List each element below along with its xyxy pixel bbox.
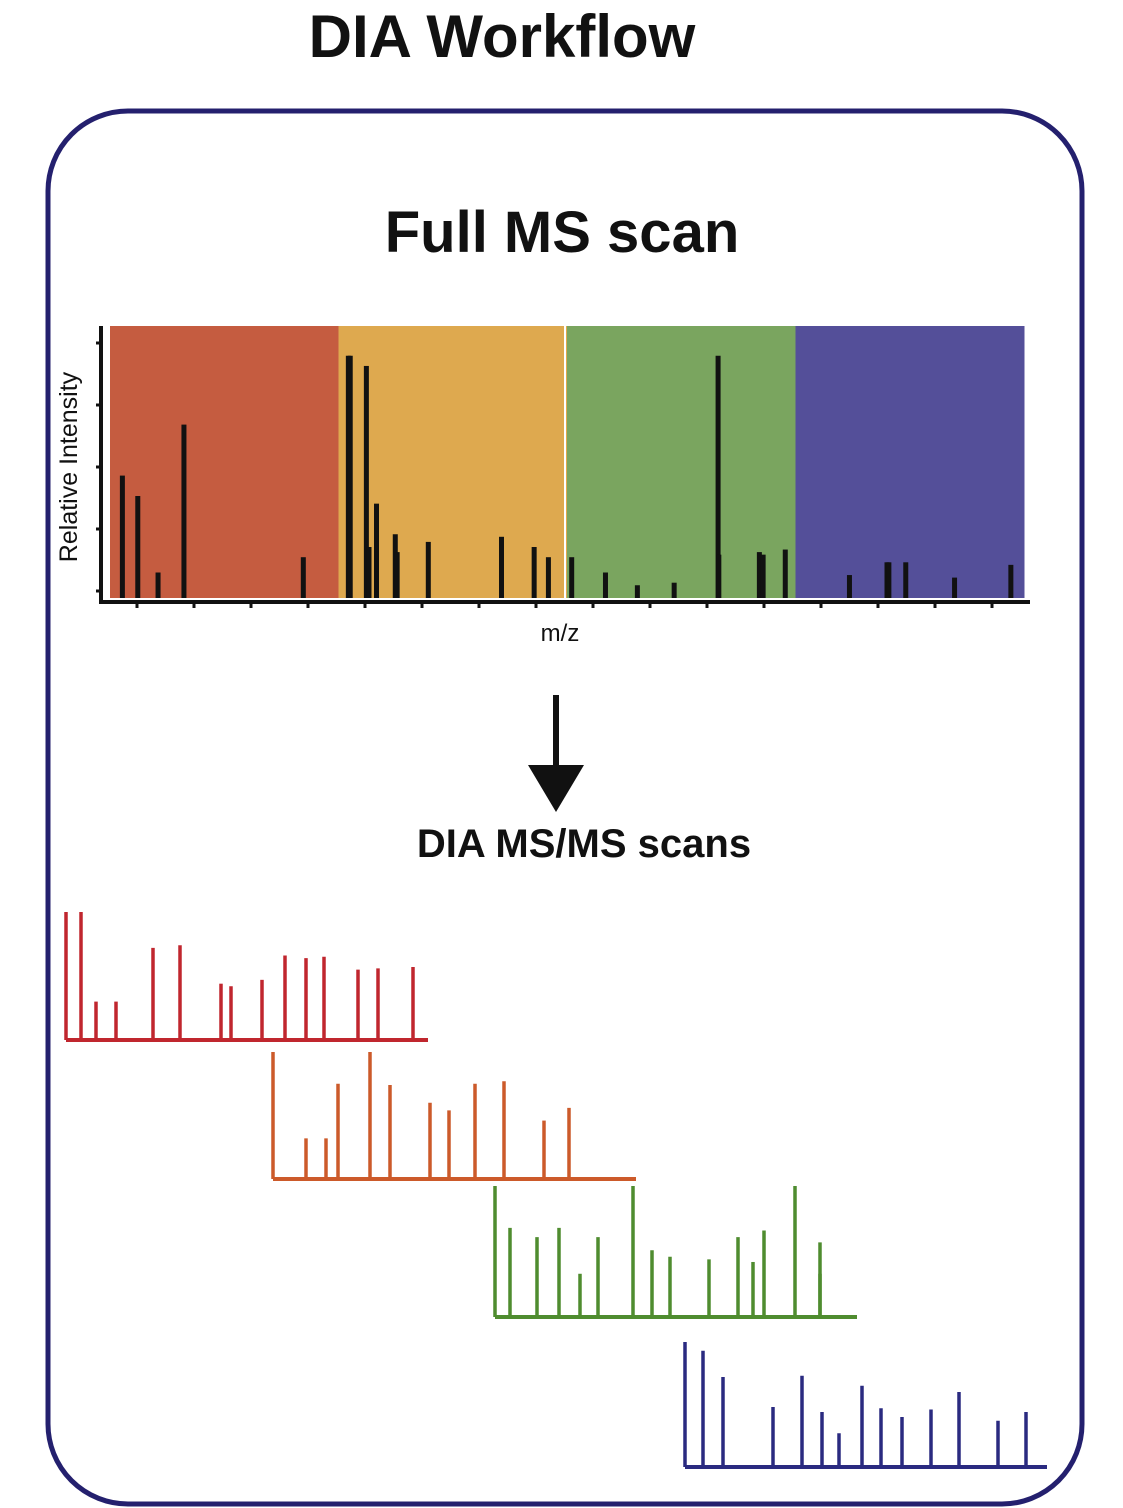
- isolation-window-1: [110, 326, 339, 598]
- full-ms-peak: [569, 557, 575, 598]
- full-ms-peak: [756, 552, 762, 598]
- dia-msms-spectra: [64, 912, 1047, 1469]
- full-ms-peak: [782, 549, 788, 598]
- full-ms-peak: [366, 547, 372, 598]
- panel-heading: Full MS scan: [385, 200, 740, 265]
- full-ms-peak: [119, 475, 125, 598]
- full-ms-peak: [760, 554, 766, 598]
- down-arrow-icon: [528, 765, 584, 812]
- full-ms-scan-chart: [96, 326, 1030, 608]
- full-ms-peak: [1008, 564, 1014, 598]
- full-ms-peak: [363, 365, 369, 598]
- full-ms-peak: [531, 547, 537, 598]
- full-ms-peak: [425, 541, 431, 598]
- workflow-panel: [45, 108, 1085, 1507]
- full-ms-peak: [634, 585, 640, 598]
- full-ms-peak: [347, 355, 353, 598]
- full-ms-peak: [155, 572, 161, 598]
- full-ms-peak: [846, 575, 852, 598]
- isolation-window-4: [795, 326, 1025, 598]
- x-axis-label: m/z: [541, 620, 580, 647]
- full-ms-peak: [886, 562, 892, 598]
- full-ms-peak: [135, 496, 141, 598]
- full-ms-peak: [715, 355, 721, 598]
- full-ms-peak: [374, 503, 380, 598]
- full-ms-peak: [300, 557, 306, 598]
- figure-title: DIA Workflow: [309, 3, 696, 70]
- full-ms-peak: [181, 424, 187, 598]
- full-ms-peak: [716, 554, 722, 598]
- full-ms-peak: [498, 536, 504, 598]
- full-ms-peak: [602, 572, 608, 598]
- full-ms-peak: [671, 582, 677, 598]
- full-ms-peak: [394, 552, 400, 598]
- full-ms-peak: [903, 562, 909, 598]
- full-ms-peak: [952, 577, 958, 598]
- msms-scans-label: DIA MS/MS scans: [417, 822, 751, 866]
- full-ms-peak: [545, 557, 551, 598]
- y-axis-label: Relative Intensity: [55, 371, 83, 562]
